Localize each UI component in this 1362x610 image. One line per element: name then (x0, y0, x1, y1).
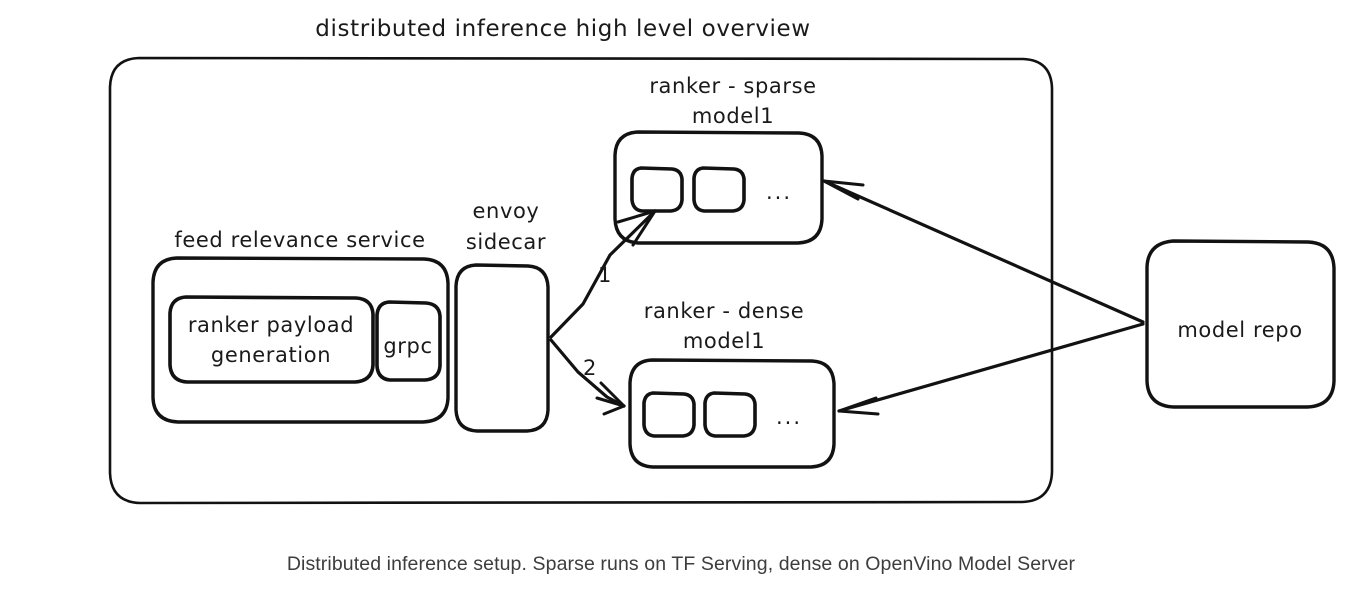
node-feed-relevance-service[interactable]: feed relevance service (151, 228, 450, 424)
edge-label-1: 1 (598, 263, 612, 287)
node-ranker-dense[interactable]: ranker - dense model1 ... (628, 299, 836, 469)
ranker-sparse-label-line1: ranker - sparse (649, 74, 816, 98)
ranker-dense-label-line1: ranker - dense (644, 299, 805, 323)
ranker-payload-label-line2: generation (211, 343, 331, 367)
node-ranker-sparse[interactable]: ranker - sparse model1 ... (613, 74, 824, 245)
model-repo-label: model repo (1177, 318, 1302, 342)
node-ranker-payload-generation[interactable]: ranker payload generation (168, 295, 375, 384)
edge-envoy-to-dense: 2 (549, 338, 626, 416)
ranker-dense-label-line2: model1 (683, 329, 765, 353)
feed-relevance-service-label: feed relevance service (174, 228, 425, 252)
sparse-model-instance-2 (692, 166, 746, 213)
dense-model-instance-2 (703, 391, 757, 438)
ranker-sparse-label-line2: model1 (692, 104, 774, 128)
edge-model-repo-to-sparse (822, 179, 1145, 324)
dense-ellipsis: ... (776, 405, 802, 429)
dense-model-instance-1 (642, 391, 696, 438)
sparse-model-instance-1 (630, 166, 684, 213)
edge-envoy-to-sparse: 1 (549, 209, 657, 339)
grpc-label: grpc (383, 334, 432, 358)
envoy-sidecar-label-line2: sidecar (466, 230, 546, 254)
ranker-payload-label-line1: ranker payload (188, 313, 354, 337)
edge-model-repo-to-dense (837, 322, 1145, 416)
sparse-ellipsis: ... (766, 180, 792, 204)
diagram-title: distributed inference high level overvie… (315, 16, 810, 42)
node-model-repo[interactable]: model repo (1145, 239, 1336, 409)
diagram-caption: Distributed inference setup. Sparse runs… (286, 553, 1076, 575)
cluster-container (108, 56, 1054, 505)
node-grpc[interactable]: grpc (375, 300, 442, 382)
node-envoy-sidecar[interactable]: envoy sidecar (454, 199, 550, 433)
envoy-sidecar-label-line1: envoy (473, 199, 540, 223)
edge-label-2: 2 (583, 356, 597, 380)
